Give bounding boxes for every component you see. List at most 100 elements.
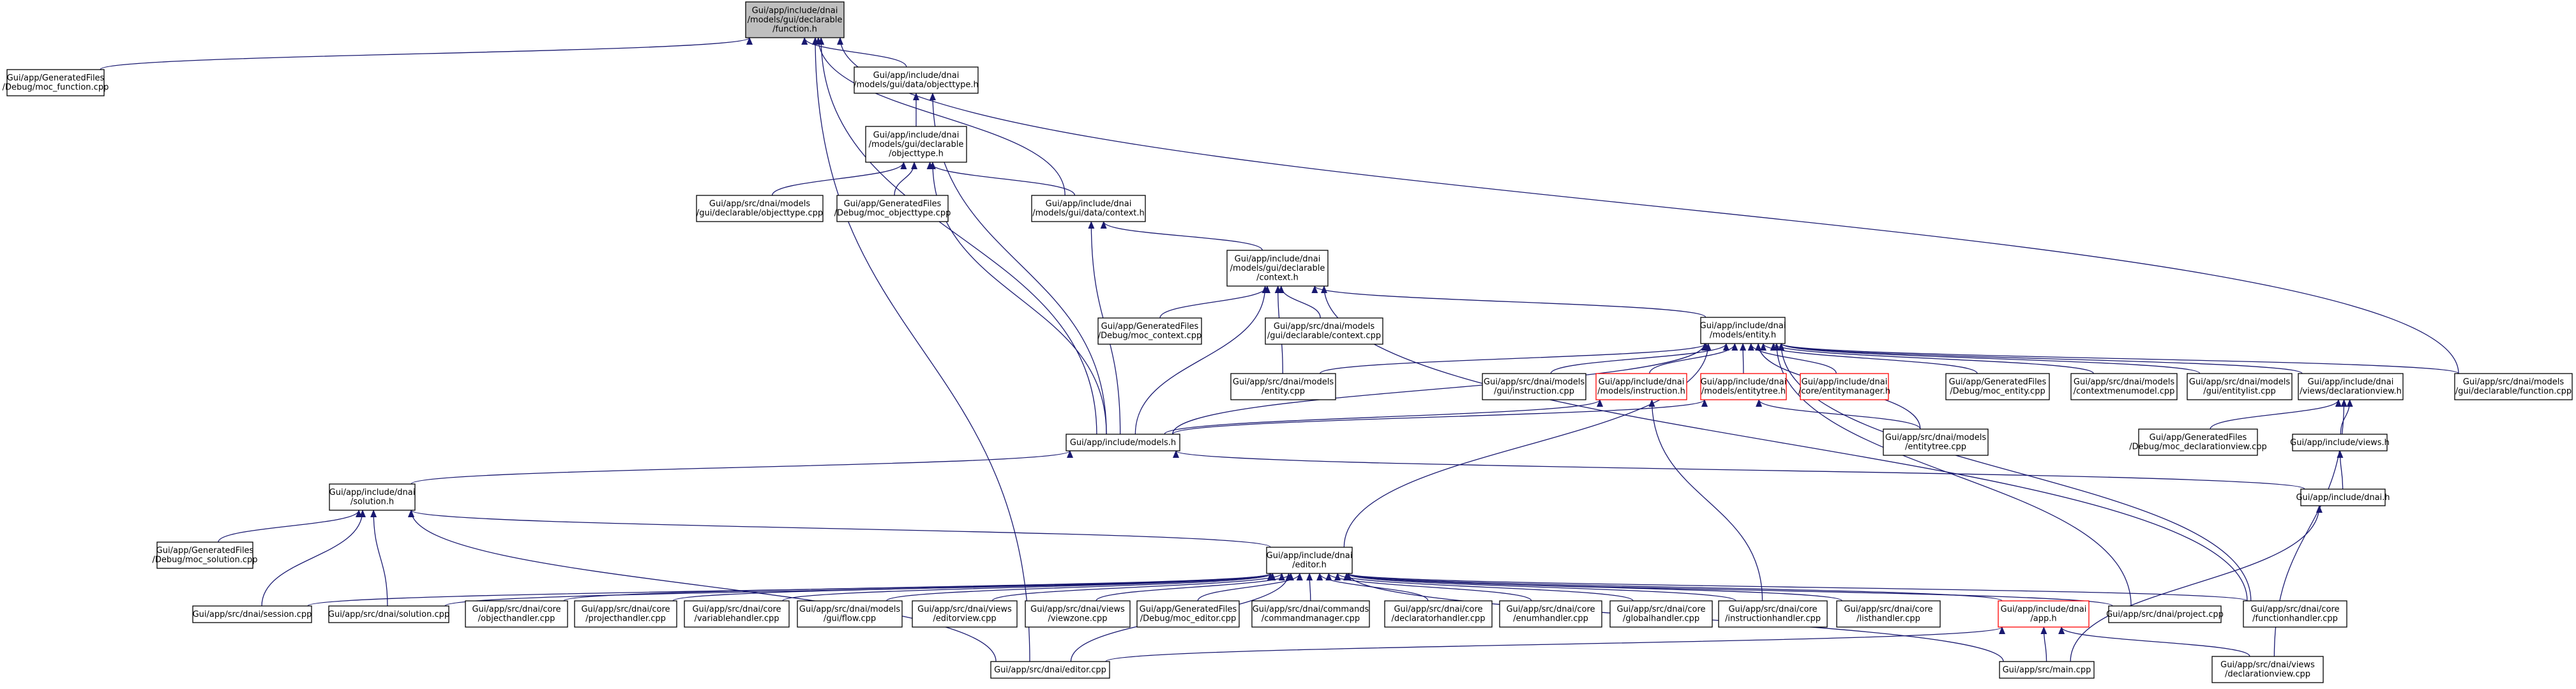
edge-path	[1649, 343, 1738, 374]
edge-moc-objecttype-to-decl-objecttype-h	[894, 162, 918, 196]
node-label-line: /models/instruction.h	[1597, 387, 1685, 397]
node-objecttype-cpp[interactable]: Gui/app/src/dnai/models/gui/declarable/o…	[696, 195, 824, 222]
edge-path	[885, 573, 1276, 602]
edge-path	[991, 573, 1285, 602]
node-data-context-h[interactable]: Gui/app/include/dnai/models/gui/data/con…	[1031, 195, 1146, 222]
node-label-line: /core/entitymanager.h	[1798, 387, 1890, 397]
edge-editor-h-to-solution-h	[408, 510, 1271, 548]
node-moc-declarationview[interactable]: Gui/app/GeneratedFiles/Debug/moc_declara…	[2129, 428, 2267, 456]
node-label-line: /functionhandler.cpp	[2252, 614, 2338, 624]
edge-path	[2210, 399, 2342, 430]
node-box	[1499, 600, 1602, 628]
node-declarationview-h[interactable]: Gui/app/include/dnai/views/declarationvi…	[2298, 373, 2404, 400]
node-box	[465, 600, 568, 628]
node-guiflow[interactable]: Gui/app/src/dnai/models/gui/flow.cpp	[797, 600, 903, 628]
edge-moc-function-to-function-h	[100, 37, 753, 70]
node-label-line: Gui/app/include/dnai	[2308, 377, 2394, 387]
node-globalhandler[interactable]: Gui/app/src/dnai/core/globalhandler.cpp	[1609, 600, 1713, 628]
node-project-cpp[interactable]: Gui/app/src/dnai/project.cpp	[2106, 605, 2224, 623]
edge-context-cpp-to-decl-context-h	[1277, 285, 1321, 319]
node-views-h[interactable]: Gui/app/include/views.h	[2290, 434, 2390, 451]
node-entitymanager-h[interactable]: Gui/app/include/dnai/core/entitymanager.…	[1798, 373, 1890, 400]
node-entitytree-h[interactable]: Gui/app/include/dnai/models/entitytree.h	[1700, 373, 1787, 400]
edge-models-h-to-function-h	[818, 37, 1097, 435]
edge-path	[261, 510, 366, 607]
node-label-line: /objecttype.h	[889, 149, 944, 158]
node-decl-context-h[interactable]: Gui/app/include/dnai/models/gui/declarab…	[1226, 250, 1329, 287]
node-main-cpp[interactable]: Gui/app/src/main.cpp	[1999, 661, 2095, 679]
node-app-h[interactable]: Gui/app/include/dnai/app.h	[1998, 600, 2090, 628]
node-solution-cpp[interactable]: Gui/app/src/dnai/solution.cpp	[328, 605, 449, 623]
node-viewzone[interactable]: Gui/app/src/dnai/views/viewzone.cpp	[1025, 600, 1131, 628]
node-commandmanager[interactable]: Gui/app/src/dnai/commands/commandmanager…	[1251, 600, 1370, 628]
node-editor-h[interactable]: Gui/app/include/dnai/editor.h	[1266, 547, 1353, 574]
node-entity-h[interactable]: Gui/app/include/dnai/models/entity.h	[1700, 317, 1786, 344]
edge-path	[1345, 573, 2248, 602]
node-models-h[interactable]: Gui/app/include/models.h	[1066, 434, 1180, 451]
node-label-line: Gui/app/src/dnai/core	[1394, 605, 1482, 614]
node-moc-entity[interactable]: Gui/app/GeneratedFiles/Debug/moc_entity.…	[1945, 373, 2050, 400]
node-functionhandler[interactable]: Gui/app/src/dnai/core/functionhandler.cp…	[2243, 600, 2347, 628]
node-editorview[interactable]: Gui/app/src/dnai/views/editorview.cpp	[912, 600, 1018, 628]
node-label-line: /solution.h	[350, 497, 394, 507]
edge-project-cpp-to-entity-h	[1773, 343, 2132, 607]
node-entity-cpp[interactable]: Gui/app/src/dnai/models/entity.cpp	[1230, 373, 1336, 400]
node-declarationview-cpp[interactable]: Gui/app/src/dnai/views/declarationview.c…	[2211, 656, 2324, 683]
node-editor-cpp[interactable]: Gui/app/src/dnai/editor.cpp	[990, 661, 1110, 679]
node-declaratorhandler[interactable]: Gui/app/src/dnai/core/declaratorhandler.…	[1384, 600, 1493, 628]
edge-declarablefunction-cpp-to-function-h	[837, 37, 2459, 374]
node-instruction-cpp[interactable]: Gui/app/src/dnai/models/gui/instruction.…	[1482, 373, 1586, 400]
node-dnai-h[interactable]: Gui/app/include/dnai.h	[2296, 488, 2390, 506]
edge-moc-context-to-decl-context-h	[1159, 285, 1270, 319]
node-projecthandler[interactable]: Gui/app/src/dnai/core/projecthandler.cpp	[574, 600, 677, 628]
node-entitylist[interactable]: Gui/app/src/dnai/models/gui/entitylist.c…	[2187, 373, 2293, 400]
edge-path	[1648, 399, 1763, 602]
node-solution-h[interactable]: Gui/app/include/dnai/solution.h	[329, 483, 416, 511]
node-listhandler[interactable]: Gui/app/src/dnai/core/listhandler.cpp	[1836, 600, 1941, 628]
node-moc-editor[interactable]: Gui/app/GeneratedFiles/Debug/moc_editor.…	[1136, 600, 1240, 628]
node-label-line: Gui/app/src/dnai/models	[799, 605, 900, 614]
edge-projecthandler-to-editor-h	[672, 573, 1274, 602]
node-label-line: Gui/app/src/dnai/models	[1233, 377, 1334, 387]
node-label-line: Gui/app/include/dnai	[1599, 377, 1685, 387]
edge-path	[1096, 573, 1294, 602]
node-instructionhandler[interactable]: Gui/app/src/dnai/core/instructionhandler…	[1718, 600, 1828, 628]
node-label-line: /commandmanager.cpp	[1262, 614, 1360, 624]
edge-editorview-to-editor-h	[991, 573, 1285, 602]
node-box	[328, 605, 449, 623]
node-box	[2300, 488, 2386, 506]
node-objecttype-h[interactable]: Gui/app/include/dnai/models/gui/data/obj…	[854, 66, 979, 94]
node-instruction-h[interactable]: Gui/app/include/dnai/models/instruction.…	[1595, 373, 1687, 400]
edge-path	[563, 573, 1274, 602]
node-moc-function[interactable]: Gui/app/GeneratedFiles/Debug/moc_functio…	[3, 69, 109, 96]
node-box	[2243, 600, 2347, 628]
node-contextmenumodel[interactable]: Gui/app/src/dnai/models/contextmenumodel…	[2070, 373, 2178, 400]
node-declarablefunction-cpp[interactable]: Gui/app/src/dnai/models/gui/declarable/f…	[2454, 373, 2573, 400]
node-label-line: Gui/app/src/dnai/models	[2074, 377, 2174, 387]
node-label-line: Gui/app/src/dnai/core	[1844, 605, 1932, 614]
node-moc-solution[interactable]: Gui/app/GeneratedFiles/Debug/moc_solutio…	[152, 541, 258, 569]
node-enumhandler[interactable]: Gui/app/src/dnai/core/enumhandler.cpp	[1499, 600, 1602, 628]
edge-functionhandler-to-decl-context-h	[1321, 285, 2248, 602]
node-label-line: /instructionhandler.cpp	[1725, 614, 1821, 624]
node-label-line: Gui/app/src/dnai/core	[2250, 605, 2339, 614]
node-label-line: /context.h	[1256, 273, 1299, 282]
node-box	[2187, 373, 2293, 400]
node-decl-objecttype-h[interactable]: Gui/app/include/dnai/models/gui/declarab…	[865, 126, 967, 163]
node-moc-objecttype[interactable]: Gui/app/GeneratedFiles/Debug/moc_objectt…	[834, 195, 951, 222]
node-label-line: /enumhandler.cpp	[1513, 614, 1588, 624]
edge-path	[1345, 573, 2113, 607]
node-label-line: /Debug/moc_entity.cpp	[1950, 387, 2045, 397]
node-label-line: Gui/app/GeneratedFiles	[1140, 605, 1237, 614]
node-context-cpp[interactable]: Gui/app/src/dnai/models/gui/declarable/c…	[1265, 317, 1383, 345]
node-session-cpp[interactable]: Gui/app/src/dnai/session.cpp	[192, 605, 312, 623]
node-label-line: Gui/app/include/models.h	[1070, 438, 1176, 448]
edge-path	[801, 37, 907, 68]
node-objecthandler[interactable]: Gui/app/src/dnai/core/objecthandler.cpp	[465, 600, 568, 628]
node-moc-context[interactable]: Gui/app/GeneratedFiles/Debug/moc_context…	[1097, 317, 1202, 345]
edge-path	[837, 37, 2459, 374]
node-entitytree-cpp[interactable]: Gui/app/src/dnai/models/entitytree.cpp	[1883, 428, 1989, 456]
node-label-line: /gui/declarable/objecttype.cpp	[697, 209, 823, 218]
edge-declarablefunction-cpp-to-entity-h	[1778, 343, 2459, 374]
node-variablehandler[interactable]: Gui/app/src/dnai/core/variablehandler.cp…	[684, 600, 790, 628]
